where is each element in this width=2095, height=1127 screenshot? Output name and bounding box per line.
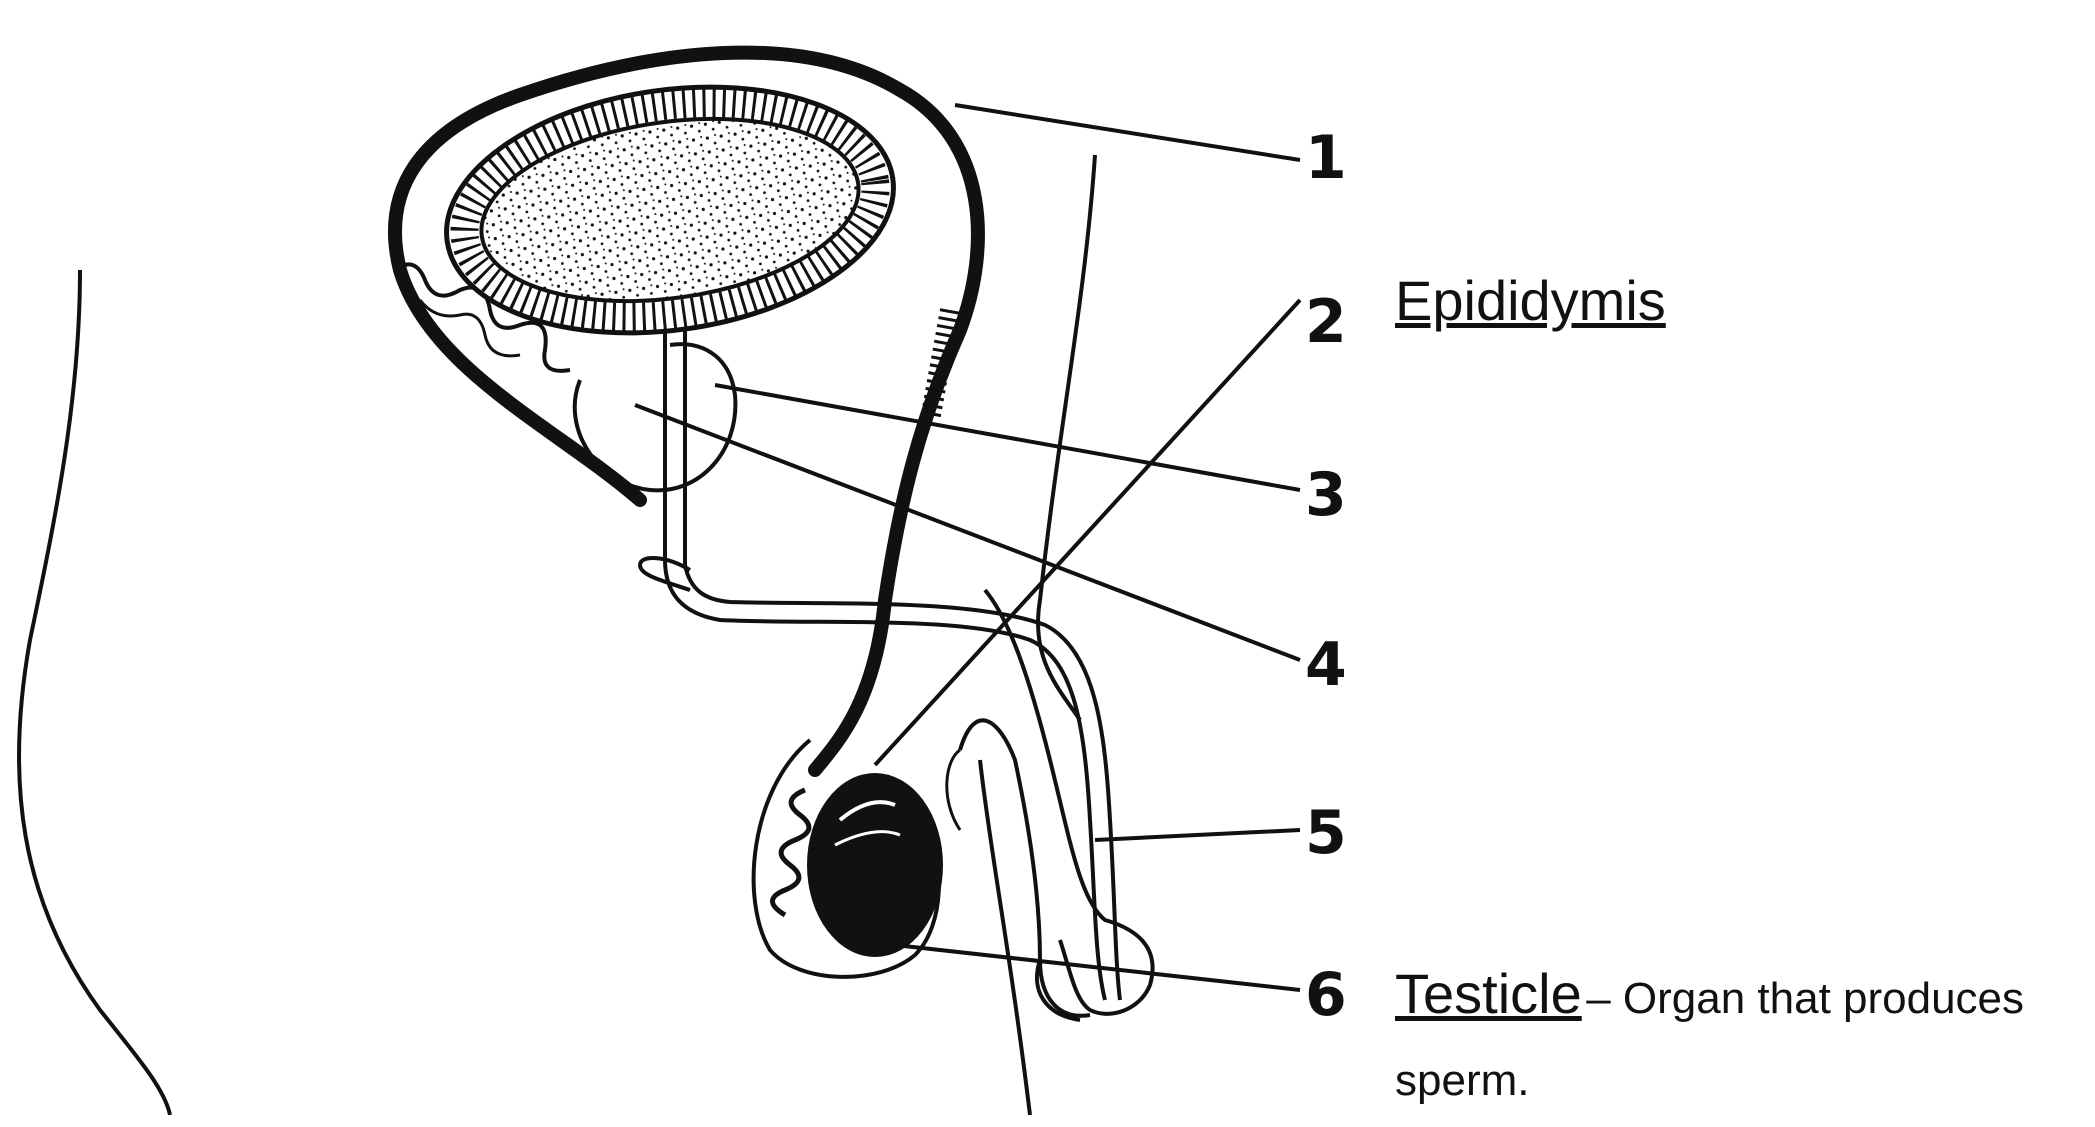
leader-line-5	[1095, 830, 1300, 840]
penis-outline	[985, 590, 1153, 1014]
epididymis-term: Epididymis	[1395, 269, 1666, 332]
callout-number-4: 4	[1305, 630, 1347, 700]
callout-number-5: 5	[1305, 798, 1347, 868]
callout-number-2: 2	[1305, 287, 1347, 357]
body-outline	[19, 270, 170, 1115]
callout-number-3: 3	[1305, 460, 1347, 530]
leg-line	[980, 760, 1030, 1115]
leader-line-1	[955, 105, 1300, 160]
leader-line-3	[715, 385, 1300, 490]
callout-number-6: 6	[1305, 960, 1347, 1030]
epididymis-label: Epididymis	[1395, 268, 1666, 333]
scrotum-right-edge	[947, 750, 960, 830]
callout-number-1: 1	[1305, 123, 1347, 193]
front-body-line	[1038, 155, 1095, 720]
testicle-term: Testicle	[1395, 962, 1582, 1025]
testicle-label: Testicle – Organ that produces sperm.	[1395, 958, 2085, 1127]
epididymis-coils	[773, 790, 809, 915]
